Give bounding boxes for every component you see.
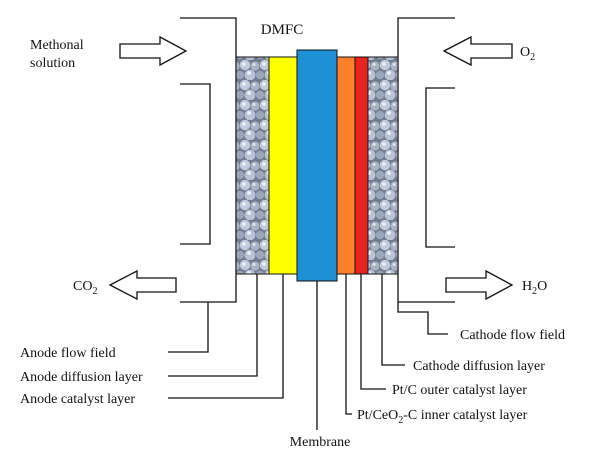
cathode-flow-field-inner bbox=[425, 87, 455, 248]
anode-catalyst-leader bbox=[168, 274, 284, 399]
outer-catalyst-layer-label: Pt/C outer catalyst layer bbox=[392, 383, 527, 398]
anode-flow-field-outer bbox=[180, 17, 237, 303]
cathode-diffusion-layer-label: Cathode diffusion layer bbox=[413, 359, 545, 374]
methanol-inlet-arrow bbox=[119, 35, 188, 67]
inner-catalyst-layer bbox=[336, 56, 356, 275]
anode-catalyst-layer-label: Anode catalyst layer bbox=[20, 392, 135, 407]
methanol-label-line1: Methonal bbox=[30, 38, 84, 53]
membrane bbox=[296, 49, 338, 282]
outer-catalyst-leader bbox=[360, 274, 386, 390]
anode-flow-field-leader bbox=[168, 302, 209, 353]
methanol-label-line2: solution bbox=[30, 56, 75, 71]
anode-diffusion-leader bbox=[168, 274, 258, 377]
inner-catalyst-leader bbox=[345, 274, 352, 415]
water-outlet-arrow bbox=[445, 269, 514, 301]
anode-catalyst-layer bbox=[268, 56, 298, 275]
anode-diffusion-layer bbox=[235, 56, 270, 275]
co2-label: CO2 bbox=[73, 279, 97, 297]
water-label: H2O bbox=[522, 279, 547, 297]
inner-catalyst-layer-label: Pt/CeO2-C inner catalyst layer bbox=[357, 408, 528, 426]
outer-catalyst-layer bbox=[354, 56, 369, 275]
cathode-flow-field-leader bbox=[397, 302, 448, 335]
co2-outlet-arrow bbox=[108, 269, 177, 301]
oxygen-inlet-arrow bbox=[442, 35, 513, 67]
oxygen-label: O2 bbox=[520, 45, 535, 63]
cathode-diffusion-layer bbox=[367, 56, 399, 275]
anode-flow-field-inner bbox=[180, 83, 211, 245]
anode-diffusion-layer-label: Anode diffusion layer bbox=[20, 370, 143, 385]
diagram-title: DMFC bbox=[261, 22, 304, 38]
anode-flow-field-label: Anode flow field bbox=[20, 346, 116, 361]
membrane-label: Membrane bbox=[290, 435, 351, 450]
cathode-flow-field-label: Cathode flow field bbox=[460, 328, 565, 343]
cathode-diffusion-leader bbox=[381, 274, 405, 366]
